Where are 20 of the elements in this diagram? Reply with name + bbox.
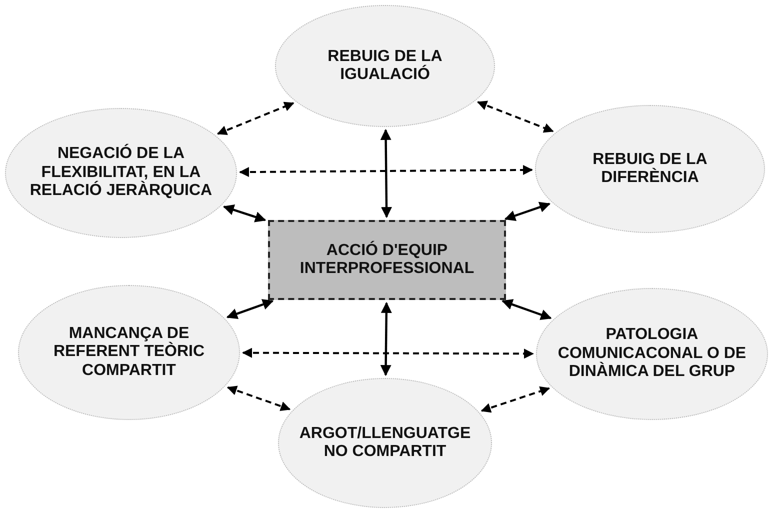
node-label: REBUIG DE LA IGUALACIÓ xyxy=(326,48,444,84)
node-label: NEGACIÓ DE LA FLEXIBILITAT, EN LA RELACIÓ JERÀRQUICA xyxy=(28,145,214,201)
central-box xyxy=(268,220,506,300)
double-arrow xyxy=(226,386,291,411)
node-label: ACCIÓ D'EQUIP INTERPROFESSIONAL xyxy=(298,242,476,278)
double-arrow xyxy=(502,299,552,320)
double-arrow xyxy=(476,100,554,133)
double-arrow xyxy=(380,302,392,376)
double-arrow xyxy=(239,164,533,178)
double-arrow xyxy=(380,128,392,218)
node-label: ARGOT/LLENGUATGE NO COMPARTIT xyxy=(298,424,472,462)
node-label: PATOLOGIA COMUNICACONAL O DE DINÀMICA DEL GRUP xyxy=(557,326,747,382)
node-label: MANCANÇA DE REFERENT TEÒRIC COMPARTIT xyxy=(52,324,206,380)
double-arrow xyxy=(504,202,551,221)
double-arrow xyxy=(480,386,550,413)
double-arrow xyxy=(242,348,534,359)
double-arrow xyxy=(222,204,266,222)
double-arrow xyxy=(226,299,274,320)
node-label: REBUIG DE LA DIFERÈNCIA xyxy=(592,150,708,188)
double-arrow xyxy=(216,102,294,136)
